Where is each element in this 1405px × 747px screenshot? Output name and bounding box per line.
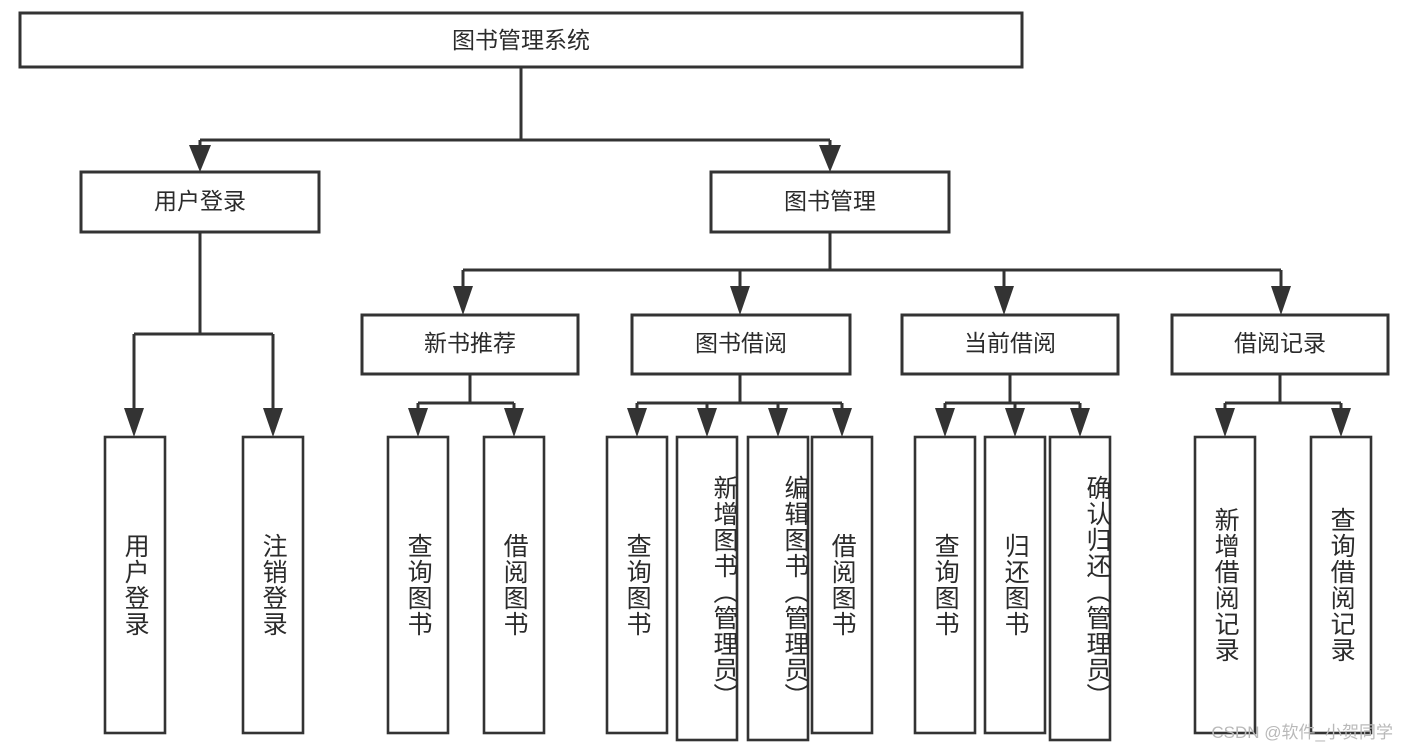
node-box-borrow-records[interactable] xyxy=(1170,313,1390,376)
node-box-leaf-borrow-book-recommend[interactable] xyxy=(482,435,546,735)
arrow-head-user-login xyxy=(189,145,211,172)
connector-book-management-to-level2 xyxy=(453,232,1291,315)
node-label-new-book-recommend: 新书推荐 xyxy=(424,330,516,356)
connector-user-login-to-leaves xyxy=(124,232,283,437)
node-label-book-management: 图书管理 xyxy=(784,188,876,214)
node-box-book-management[interactable] xyxy=(709,170,951,234)
node-box-leaf-add-book[interactable] xyxy=(675,435,739,742)
arrow-head-leaf-query-book-borrow xyxy=(627,408,647,437)
arrow-head-leaf-logout xyxy=(263,408,283,437)
arrow-head-current-borrow xyxy=(994,286,1014,315)
connector-borrow-records-to-leaves xyxy=(1215,374,1351,437)
arrow-head-borrow-records xyxy=(1271,286,1291,315)
node-box-leaf-user-login[interactable] xyxy=(103,435,167,735)
connector-current-borrow-to-leaves xyxy=(935,374,1090,437)
arrow-head-leaf-edit-book xyxy=(768,408,788,437)
node-box-user-login[interactable] xyxy=(79,170,321,234)
arrow-head-leaf-borrow-book-recommend xyxy=(504,408,524,437)
connector-book-borrow-to-leaves xyxy=(627,374,852,437)
arrow-head-leaf-query-book-current xyxy=(935,408,955,437)
node-box-leaf-return-book[interactable] xyxy=(983,435,1047,735)
arrow-head-new-book-recommend xyxy=(453,286,473,315)
connector-new-book-recommend-to-leaves xyxy=(408,374,524,437)
node-box-leaf-confirm-return[interactable] xyxy=(1048,435,1112,742)
arrow-head-leaf-add-book xyxy=(697,408,717,437)
node-box-new-book-recommend[interactable] xyxy=(360,313,580,376)
node-box-current-borrow[interactable] xyxy=(900,313,1120,376)
connector-root-to-level1 xyxy=(189,67,841,172)
node-label-root: 图书管理系统 xyxy=(452,27,590,53)
arrow-head-leaf-add-record xyxy=(1215,408,1235,437)
node-box-leaf-add-record[interactable] xyxy=(1193,435,1257,735)
arrow-head-leaf-query-book-recommend xyxy=(408,408,428,437)
node-box-leaf-query-record[interactable] xyxy=(1309,435,1373,735)
node-box-leaf-query-book-current[interactable] xyxy=(913,435,977,735)
node-box-book-borrow[interactable] xyxy=(630,313,852,376)
node-label-borrow-records: 借阅记录 xyxy=(1234,330,1326,356)
node-box-root[interactable] xyxy=(18,11,1024,69)
node-label-book-borrow: 图书借阅 xyxy=(695,330,787,356)
node-box-leaf-edit-book[interactable] xyxy=(746,435,810,742)
node-box-leaf-query-book-recommend[interactable] xyxy=(386,435,450,735)
csdn-watermark: CSDN @软件_小贺同学 xyxy=(1211,723,1393,742)
node-box-leaf-borrow-book[interactable] xyxy=(810,435,874,735)
arrow-head-leaf-query-record xyxy=(1331,408,1351,437)
arrow-head-leaf-return-book xyxy=(1005,408,1025,437)
arrow-head-book-management xyxy=(819,145,841,172)
node-box-leaf-query-book-borrow[interactable] xyxy=(605,435,669,735)
node-label-user-login: 用户登录 xyxy=(154,188,246,214)
node-box-leaf-logout[interactable] xyxy=(241,435,305,735)
arrow-head-leaf-user-login xyxy=(124,408,144,437)
arrow-head-book-borrow xyxy=(730,286,750,315)
arrow-head-leaf-confirm-return xyxy=(1070,408,1090,437)
arrow-head-leaf-borrow-book xyxy=(832,408,852,437)
node-label-current-borrow: 当前借阅 xyxy=(964,330,1056,356)
